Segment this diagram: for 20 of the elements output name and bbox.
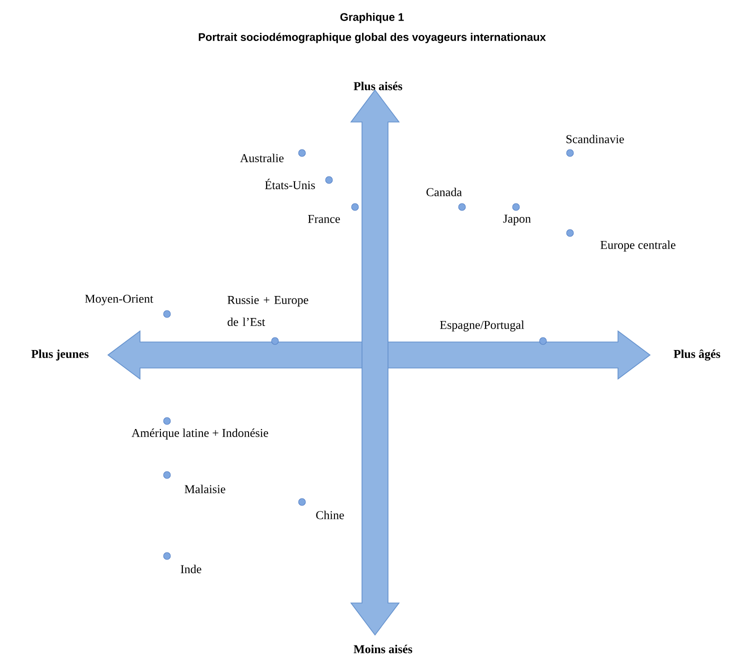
chart-title: Graphique 1 [340, 12, 404, 24]
point-label: France [308, 215, 340, 223]
axis-label: Moins aisés [354, 644, 412, 654]
point-label: Inde [180, 564, 202, 574]
chart-subtitle: Portrait sociodémographique global des voyageurs internationaux [198, 32, 546, 44]
point-label: Espagne/Portugal [440, 320, 524, 332]
point-label: Amérique latine + Indonésie [132, 428, 268, 440]
point-label: Russie + Europe de l’Est [228, 296, 308, 326]
point-label: Europe centrale [600, 240, 676, 252]
axis-label: Plus aisés [354, 82, 402, 90]
point-label: Scandinavie [566, 134, 624, 144]
point-label: Australie [240, 154, 284, 162]
point-label: Canada [426, 188, 462, 196]
point-label: Japon [503, 214, 531, 226]
axis-label: Plus âgés [674, 349, 720, 361]
point-label: Moyen-Orient [85, 294, 154, 306]
point-label: Chine [316, 510, 344, 520]
point-label: Malaisie [184, 484, 226, 494]
axis-label: Plus jeunes [31, 350, 89, 360]
point-label: États-Unis [265, 178, 315, 190]
